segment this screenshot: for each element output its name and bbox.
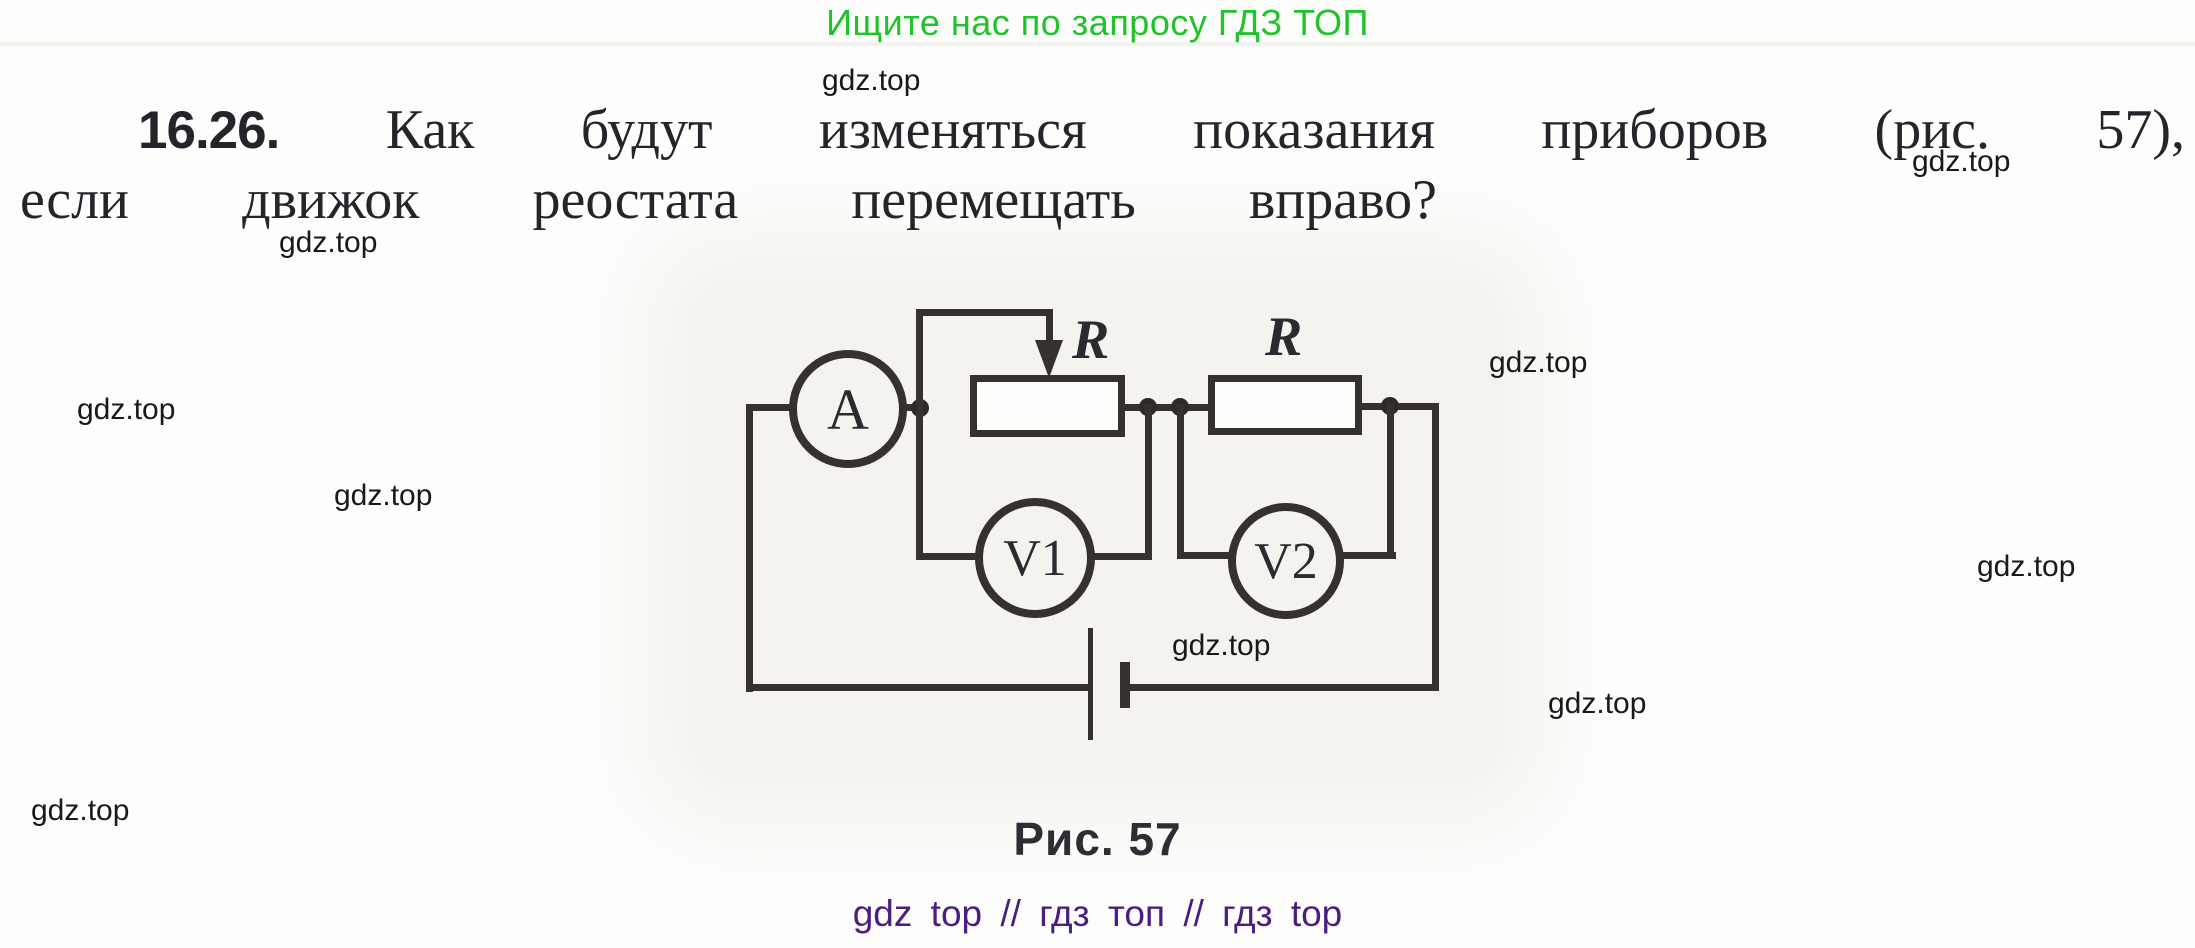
watermark: gdz.top	[77, 393, 176, 426]
wire-node1-vertical	[916, 309, 923, 557]
footer-watermark: gdz top // гдз топ // гдз top	[852, 893, 1343, 934]
wire-v1-left	[916, 553, 982, 560]
battery-short-plate	[1120, 662, 1130, 708]
wire-ammeter-left	[746, 404, 794, 411]
watermark: gdz.top	[1912, 145, 2011, 178]
voltmeter-v2: V2	[1228, 503, 1344, 619]
wire-bottom-right	[1127, 684, 1439, 691]
wire-outer-left	[746, 404, 753, 692]
watermark: gdz.top	[822, 64, 921, 97]
ammeter: A	[789, 350, 907, 468]
rheostat-box	[970, 375, 1125, 437]
watermark: gdz.top	[279, 226, 378, 259]
slider-arrow-shaft	[1046, 309, 1053, 349]
resistor-label: R	[1265, 306, 1303, 368]
wire-slider-top	[916, 309, 1052, 316]
rheostat-label: R	[1072, 309, 1110, 371]
wire-v1-right	[1092, 553, 1152, 560]
watermark: gdz.top	[1977, 550, 2076, 583]
problem-text-line1: 16.26. Как будут изменяться показания пр…	[138, 98, 2185, 163]
wire-bottom-left	[746, 684, 1089, 691]
promo-banner: Ищите нас по запросу ГДЗ ТОП	[826, 2, 1369, 43]
slider-arrow-head-icon	[1035, 340, 1063, 378]
wire-outer-right	[1432, 403, 1439, 691]
resistor-box	[1208, 375, 1362, 435]
wire-v2-down	[1177, 404, 1184, 559]
watermark: gdz.top	[1548, 687, 1647, 720]
watermark: gdz.top	[1172, 629, 1271, 662]
watermark: gdz.top	[31, 794, 130, 827]
battery-long-plate	[1088, 628, 1093, 740]
wire-v2-right	[1339, 552, 1396, 559]
watermark: gdz.top	[1489, 346, 1588, 379]
problem-line1-text: Как будут изменяться показания приборов …	[385, 99, 2186, 161]
figure-caption: Рис. 57	[1013, 813, 1182, 865]
wire-v2-left	[1177, 552, 1235, 559]
voltmeter-v1: V1	[975, 498, 1095, 618]
problem-number: 16.26.	[138, 101, 280, 160]
watermark: gdz.top	[334, 479, 433, 512]
voltmeter-v1-label: V1	[1003, 529, 1067, 587]
wire-v1-up	[1145, 404, 1152, 560]
wire-mid	[1125, 404, 1208, 411]
wire-v2-up	[1387, 403, 1394, 559]
problem-text-line2: если движок реостата перемещать вправо?	[20, 169, 1437, 231]
voltmeter-v2-label: V2	[1254, 532, 1318, 590]
wire-right	[1362, 403, 1439, 410]
ammeter-label: A	[827, 376, 869, 442]
scan-top-edge	[0, 42, 2195, 46]
